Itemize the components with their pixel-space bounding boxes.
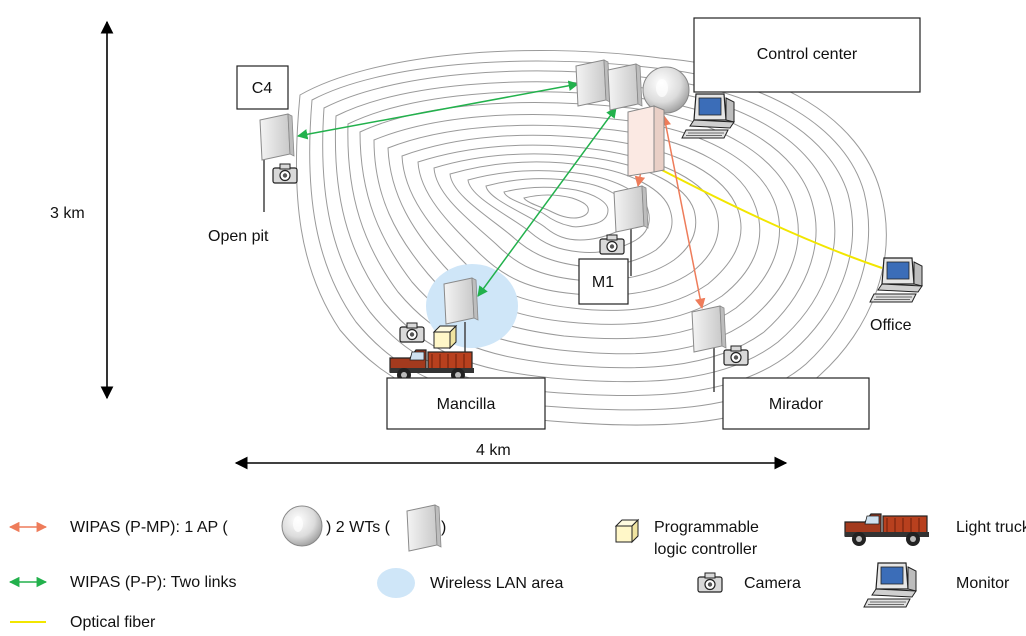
camera-icon xyxy=(399,322,425,343)
light-truck-icon xyxy=(389,349,475,383)
wireless-terminal-icon xyxy=(443,277,479,325)
wireless-terminal-icon xyxy=(406,504,442,552)
pp-link-c4 xyxy=(296,80,580,140)
legend-plc-line1: Programmable xyxy=(654,519,759,536)
site-mirador-equipment xyxy=(691,305,749,392)
plc-icon xyxy=(433,325,457,349)
site-mancilla-equipment xyxy=(389,277,479,383)
contour-lines xyxy=(295,49,887,426)
monitor-icon xyxy=(869,257,923,303)
legend-monitor-label: Monitor xyxy=(956,575,1010,592)
camera-icon xyxy=(272,163,298,184)
mancilla-box xyxy=(386,377,546,430)
pmp-link-mirador xyxy=(660,114,706,310)
camera-icon xyxy=(599,234,625,255)
control-center-label: Control center xyxy=(757,46,858,63)
legend-pmp-suffix: ) xyxy=(441,519,446,536)
monitor-icon xyxy=(863,562,917,608)
monitor-icon xyxy=(681,93,735,139)
legend-wlan-swatch xyxy=(377,568,415,598)
scale-vertical-label: 3 km xyxy=(50,205,85,222)
control-center-box xyxy=(693,17,921,93)
wireless-terminal-icon xyxy=(613,185,649,233)
legend-truck-label: Light truck xyxy=(956,519,1026,536)
wireless-terminal-icon xyxy=(575,59,611,107)
wireless-terminal-icon xyxy=(607,63,643,111)
legend-plc-line2: logic controller xyxy=(654,541,758,558)
legend-camera-label: Camera xyxy=(744,575,801,592)
site-c4-equipment xyxy=(259,113,298,212)
mancilla-label: Mancilla xyxy=(437,396,496,413)
open-pit-label: Open pit xyxy=(208,228,269,245)
legend: WIPAS (P-MP): 1 AP ( ) 2 WTs ( ) WIPAS (… xyxy=(8,504,1026,631)
server-rack-icon xyxy=(627,105,665,177)
wireless-terminal-icon xyxy=(259,113,295,161)
control-center-equipment xyxy=(575,59,735,177)
camera-icon xyxy=(723,345,749,366)
c4-label: C4 xyxy=(252,80,273,97)
site-m1-equipment xyxy=(599,185,649,276)
access-point-icon xyxy=(281,505,323,547)
mirador-box xyxy=(722,377,870,430)
plc-icon xyxy=(615,519,639,543)
access-point-icon xyxy=(642,66,690,114)
wireless-terminal-icon xyxy=(691,305,727,353)
legend-pp-label: WIPAS (P-P): Two links xyxy=(70,574,237,591)
m1-box xyxy=(578,258,629,305)
legend-pmp-middle: ) 2 WTs ( xyxy=(326,519,391,536)
mirador-label: Mirador xyxy=(769,396,824,413)
legend-fiber-label: Optical fiber xyxy=(70,614,156,631)
camera-icon xyxy=(697,572,723,593)
office-label: Office xyxy=(870,317,912,334)
scale-horizontal-label: 4 km xyxy=(476,442,511,459)
legend-pmp-prefix: WIPAS (P-MP): 1 AP ( xyxy=(70,519,228,536)
c4-box xyxy=(236,65,289,110)
m1-label: M1 xyxy=(592,274,614,291)
legend-wlan-label: Wireless LAN area xyxy=(430,575,563,592)
pp-link-mancilla xyxy=(477,107,617,297)
light-truck-icon xyxy=(844,513,930,547)
